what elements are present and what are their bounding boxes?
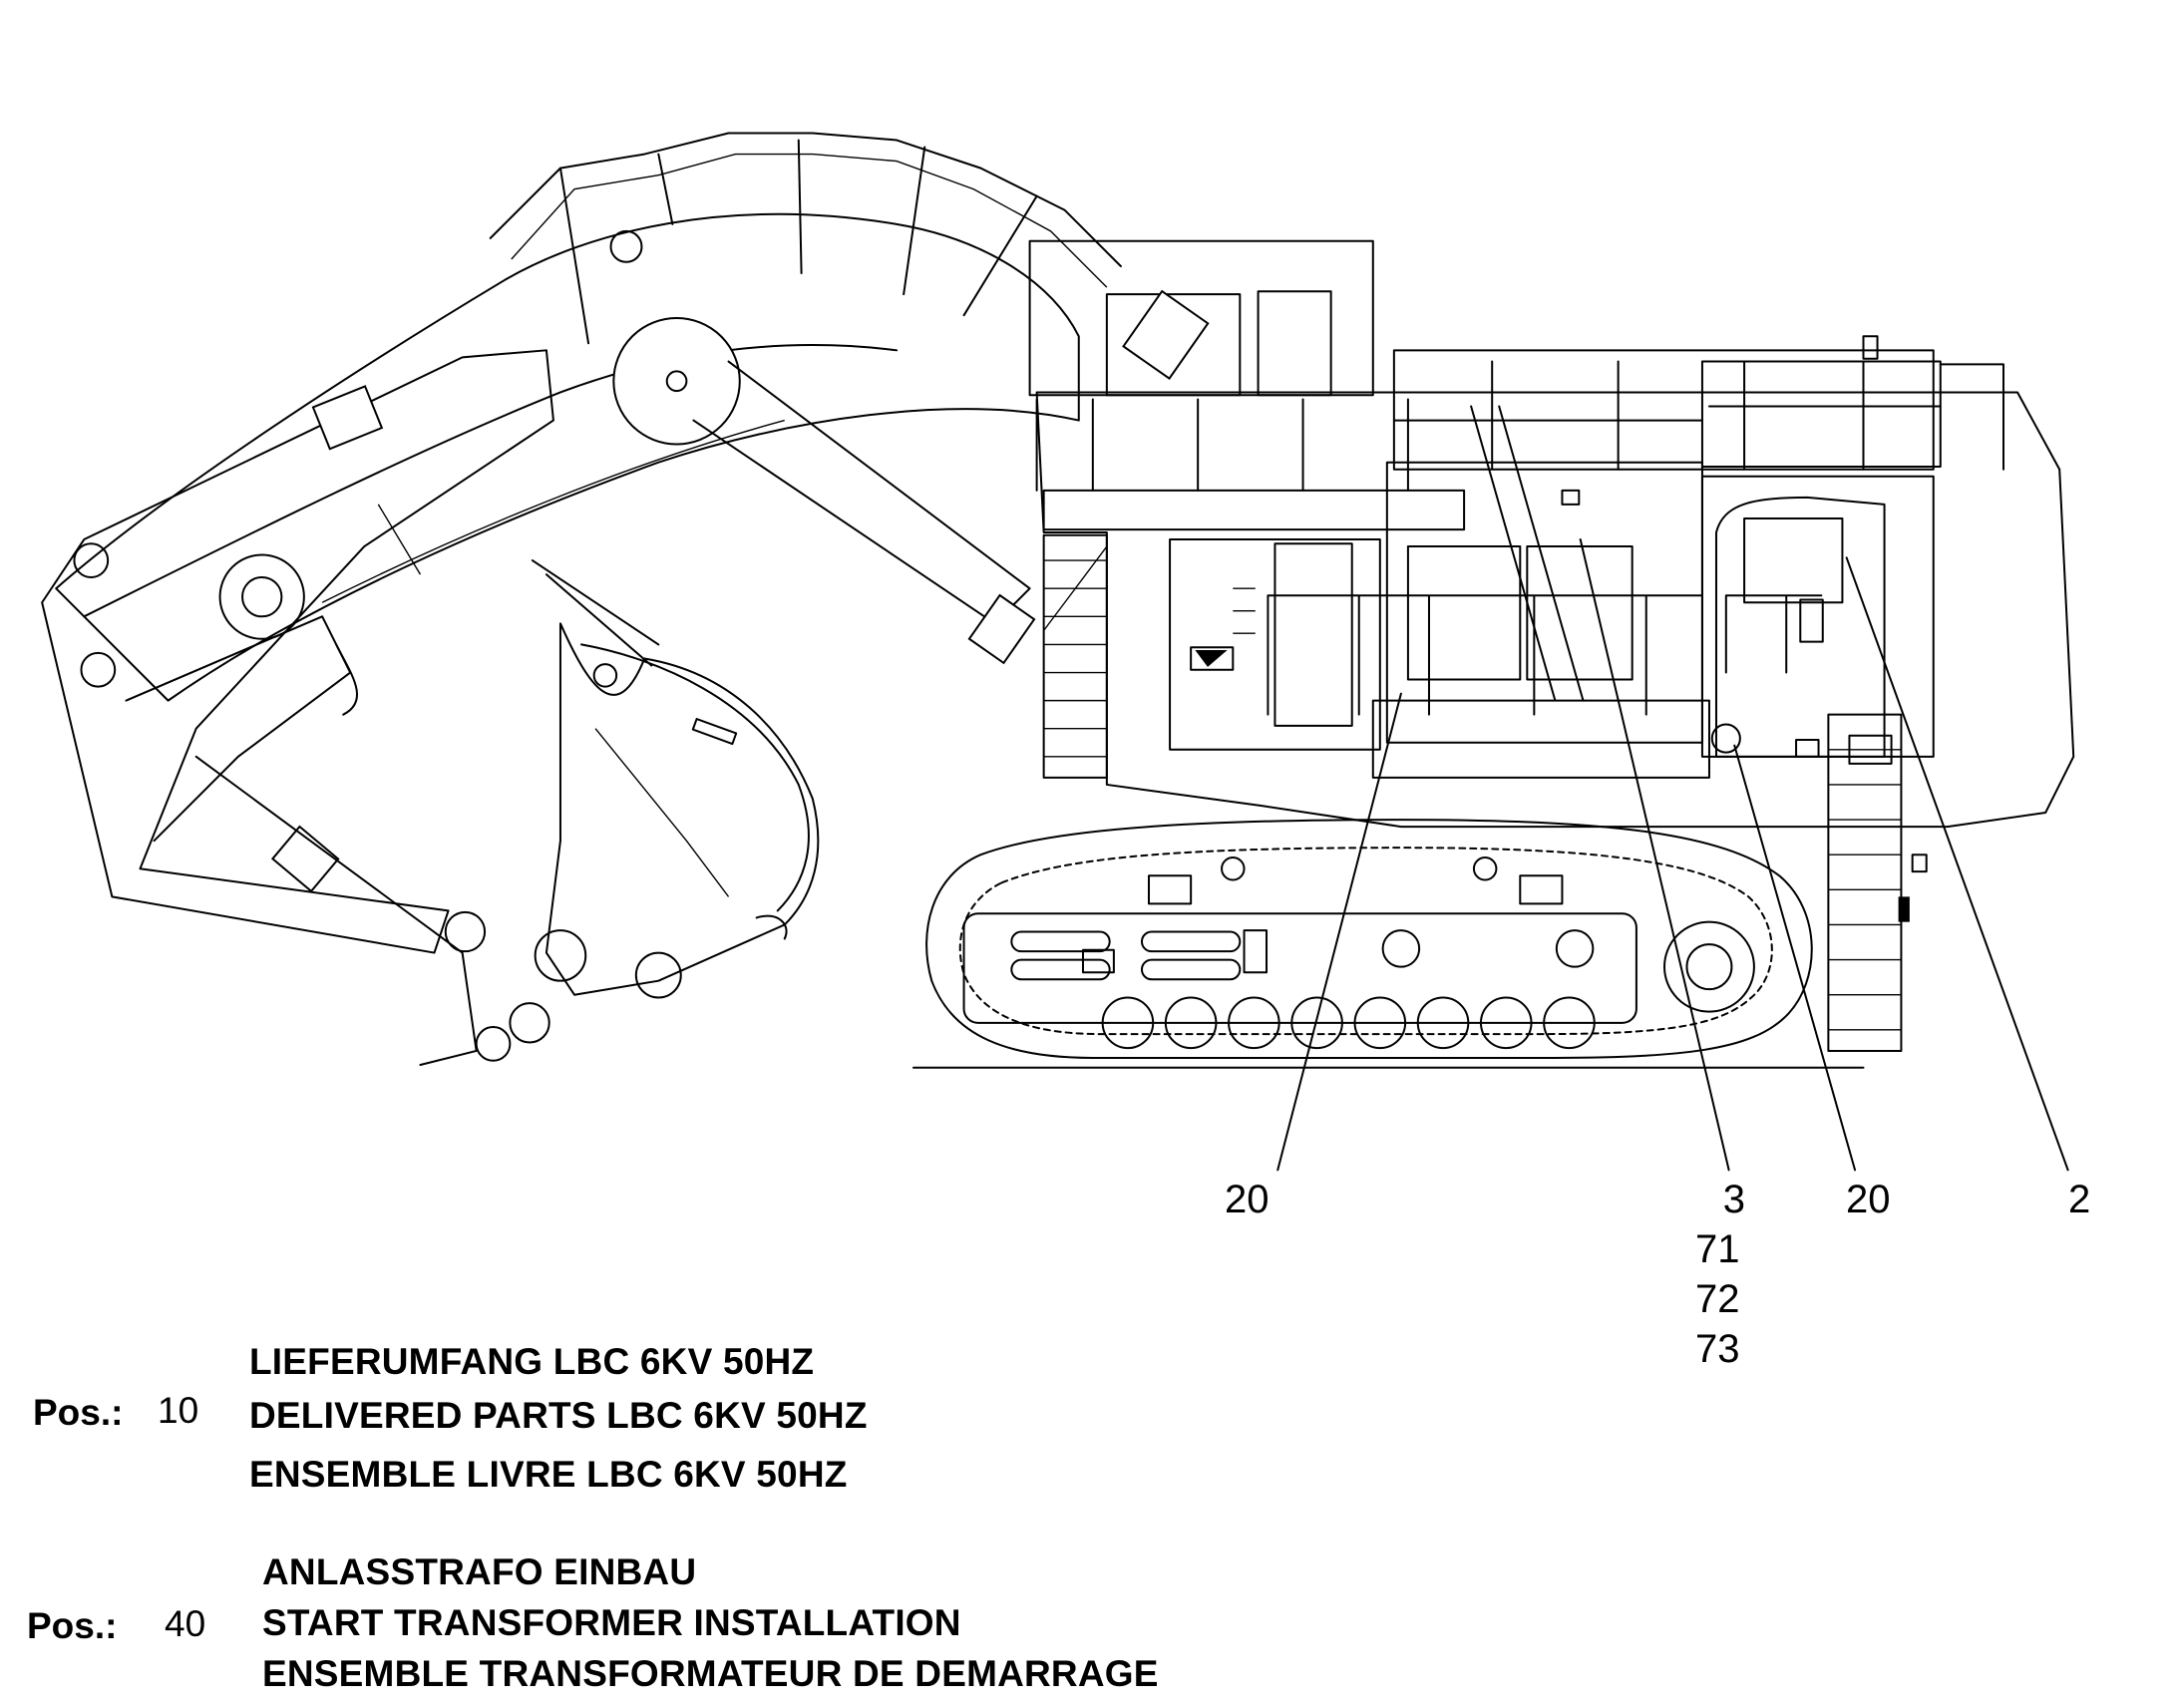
callout-72: 72 — [1695, 1277, 1740, 1321]
position-description-de: ANLASSTRAFO EINBAU — [262, 1551, 697, 1592]
position-description-en: START TRANSFORMER INSTALLATION — [262, 1602, 961, 1643]
callout-71: 71 — [1695, 1227, 1740, 1271]
leader-line-20-left — [1277, 694, 1401, 1171]
operator-cab — [1030, 241, 1373, 396]
leader-lines — [1277, 539, 2067, 1170]
callout-3-group: 3 71 72 73 — [1695, 1180, 1755, 1369]
leader-line-3 — [1581, 539, 1729, 1170]
boom — [56, 133, 1121, 700]
callout-73: 73 — [1695, 1327, 1740, 1371]
leader-line-2 — [1847, 557, 2068, 1170]
rear-ladder — [1828, 715, 1926, 1051]
callout-20-left: 20 — [1225, 1178, 1270, 1221]
position-description-en: DELIVERED PARTS LBC 6KV 50HZ — [249, 1395, 868, 1436]
bucket — [446, 560, 819, 1061]
position-label: Pos.: — [27, 1605, 118, 1646]
position-description-fr: ENSEMBLE TRANSFORMATEUR DE DEMARRAGE — [262, 1653, 1159, 1694]
callout-3: 3 — [1722, 1178, 1745, 1221]
boom-cylinder — [613, 318, 1034, 663]
position-number: 40 — [165, 1603, 206, 1644]
position-label: Pos.: — [33, 1392, 124, 1433]
callout-2: 2 — [2068, 1178, 2091, 1221]
superstructure — [1037, 336, 2074, 827]
stick — [42, 350, 553, 1065]
callout-20-right: 20 — [1846, 1178, 1891, 1221]
leader-line-20-right — [1734, 746, 1855, 1171]
position-description-fr: ENSEMBLE LIVRE LBC 6KV 50HZ — [249, 1454, 848, 1495]
position-number: 10 — [158, 1390, 199, 1431]
position-description-de: LIEFERUMFANG LBC 6KV 50HZ — [249, 1341, 815, 1382]
crawler-track — [926, 820, 1812, 1058]
